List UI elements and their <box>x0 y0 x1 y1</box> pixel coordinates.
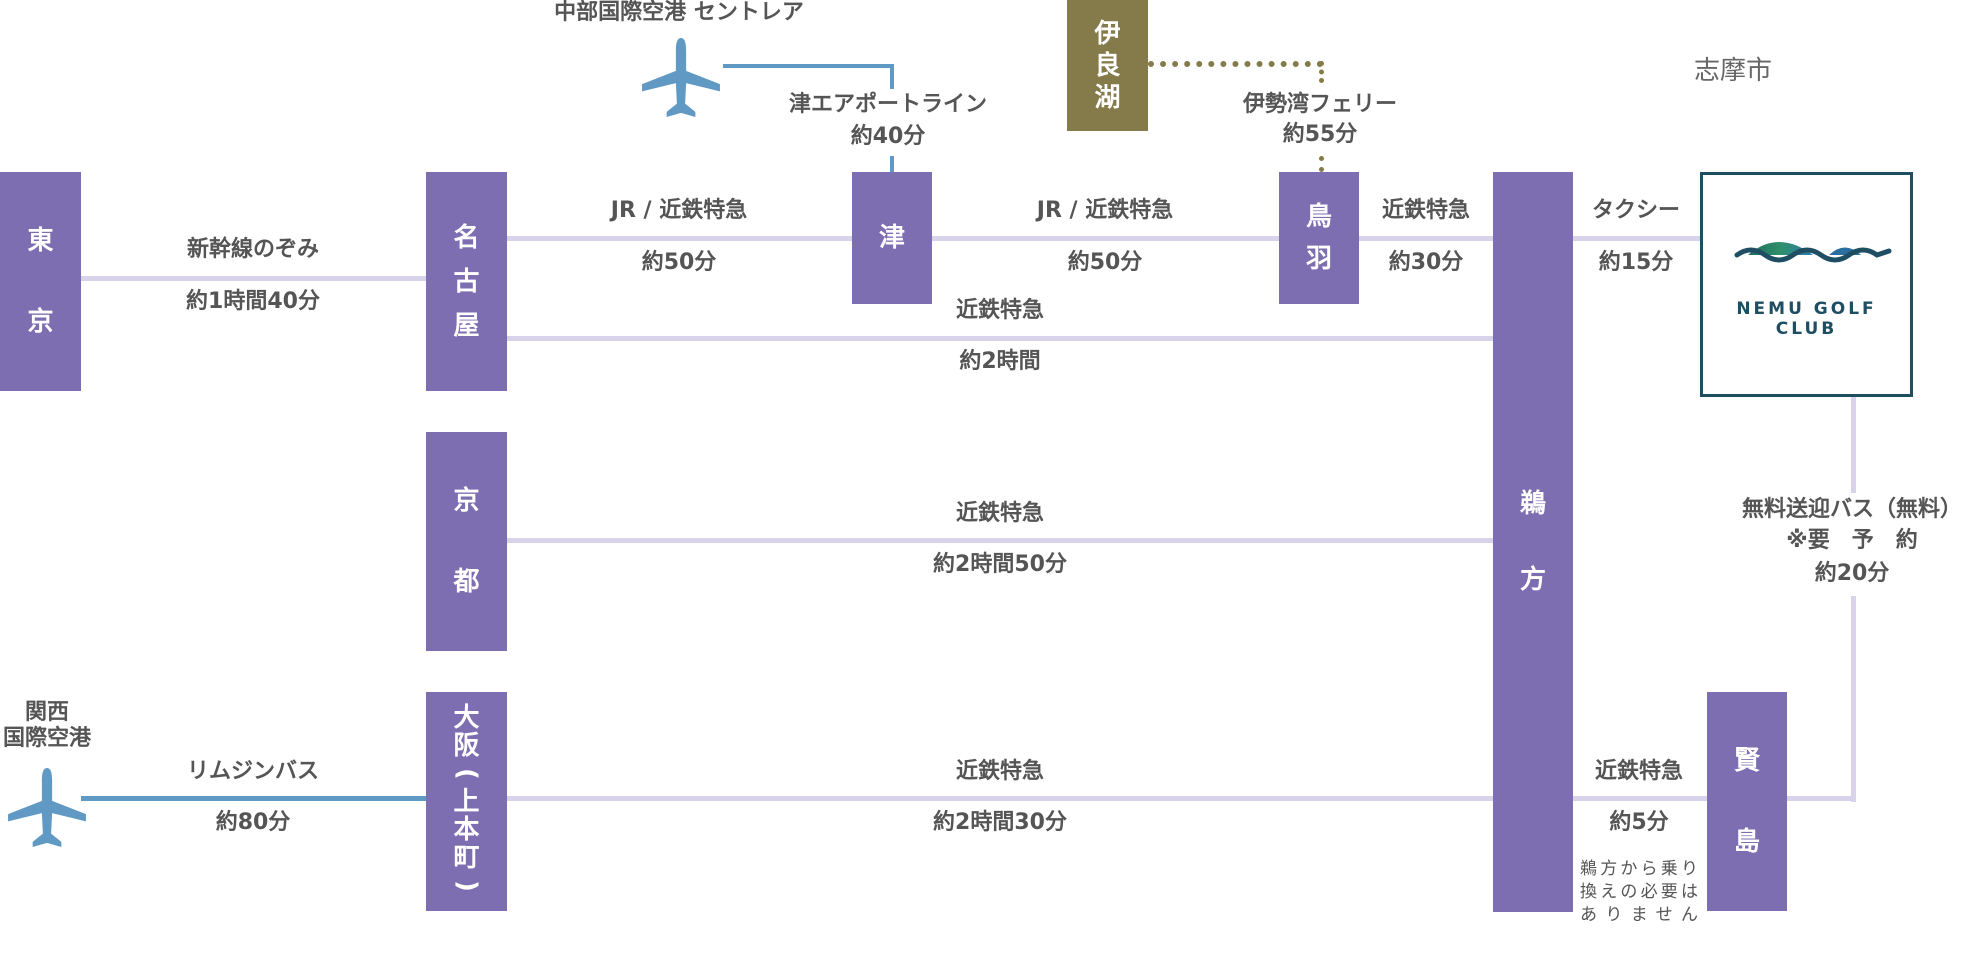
station-char: 京 <box>27 307 54 338</box>
route-time: 約80分 <box>215 810 291 835</box>
route-name: 近鉄特急 <box>1594 759 1684 784</box>
route-time: 約40分 <box>850 124 926 149</box>
route-time: 約2時間 <box>959 349 1041 374</box>
station-char: ( <box>451 767 482 780</box>
city-label: 志摩市 <box>1694 56 1773 86</box>
line-toba-ugata <box>1359 236 1493 241</box>
line-nagoya-tsu <box>507 236 852 241</box>
line-shuttle-join <box>1787 796 1856 801</box>
station-ugata[interactable]: 鵜 方 <box>1493 172 1573 912</box>
station-osaka-uehommachi[interactable]: 大 阪 ( 上 本 町 ) <box>426 692 507 911</box>
station-char: 賢 <box>1733 745 1760 776</box>
ferry-line-vertical-bottom <box>1319 156 1324 172</box>
line-ugata-golf <box>1573 236 1703 241</box>
ferry-line-vertical-top <box>1319 61 1324 83</box>
line-airport-vertical <box>890 64 894 89</box>
station-char: 上 <box>453 786 480 817</box>
golf-club-logo[interactable]: NEMU GOLF CLUB <box>1700 172 1913 397</box>
station-char: 本 <box>453 814 480 845</box>
station-char: 伊 <box>1094 18 1121 49</box>
airport-centrair-label: 中部国際空港 セントレア <box>554 0 804 25</box>
route-name: 近鉄特急 <box>955 298 1045 323</box>
station-char: 京 <box>453 485 480 516</box>
airplane-icon <box>8 768 86 847</box>
line-kyoto-ugata <box>507 538 1493 543</box>
station-char: 島 <box>1733 827 1760 858</box>
route-time: 約1時間40分 <box>186 289 320 314</box>
line-shuttle-top <box>1851 393 1856 493</box>
station-char: 東 <box>27 225 54 256</box>
station-char: 羽 <box>1305 244 1332 274</box>
route-name: 近鉄特急 <box>1381 198 1471 223</box>
station-char: 津 <box>878 223 905 253</box>
route-time: 約50分 <box>641 250 717 275</box>
line-kansai-osaka <box>81 796 426 801</box>
station-kyoto[interactable]: 京 都 <box>426 432 507 651</box>
station-char: 古 <box>453 266 480 297</box>
station-tokyo[interactable]: 東 京 <box>0 172 81 391</box>
route-name: 伊勢湾フェリー <box>1242 92 1398 117</box>
line-tokyo-nagoya <box>81 276 426 281</box>
route-name: 津エアポートライン <box>788 92 988 117</box>
station-char: 良 <box>1094 50 1121 81</box>
route-time: 約30分 <box>1388 250 1464 275</box>
shuttle-note: ※要 予 約 <box>1786 528 1918 553</box>
station-nagoya[interactable]: 名 古 屋 <box>426 172 507 391</box>
station-char: 都 <box>453 567 480 598</box>
route-time: 約50分 <box>1067 250 1143 275</box>
route-name: JR / 近鉄特急 <box>610 198 748 223</box>
line-airport-horizontal <box>723 64 894 68</box>
route-time: 約55分 <box>1282 122 1358 147</box>
logo-text: NEMU GOLF CLUB <box>1736 299 1877 339</box>
airport-kansai-label: 関西 国際空港 <box>2 700 92 752</box>
transfer-note: 鵜方から乗り換えの必要はありません <box>1580 859 1698 925</box>
line-ugata-kashikojima <box>1573 796 1707 801</box>
line-nagoya-ugata <box>507 336 1493 341</box>
shuttle-name: 無料送迎バス（無料） <box>1741 497 1963 522</box>
route-name: JR / 近鉄特急 <box>1036 198 1174 223</box>
route-name: 近鉄特急 <box>955 759 1045 784</box>
route-name: リムジンバス <box>186 759 320 784</box>
route-name: タクシー <box>1591 198 1681 223</box>
line-airport-tsu-stub <box>890 156 894 172</box>
logo-mark-icon <box>1734 242 1892 263</box>
station-char: 湖 <box>1094 82 1121 113</box>
station-char: 方 <box>1519 565 1546 595</box>
station-tsu[interactable]: 津 <box>852 172 932 304</box>
shuttle-time: 約20分 <box>1814 561 1890 586</box>
station-char: 屋 <box>453 310 480 341</box>
route-name: 近鉄特急 <box>955 501 1045 526</box>
station-irako[interactable]: 伊 良 湖 <box>1067 0 1148 131</box>
line-tsu-toba <box>932 236 1279 241</box>
station-kashikojima[interactable]: 賢 島 <box>1707 692 1787 911</box>
airplane-icon <box>642 38 720 117</box>
route-time: 約5分 <box>1609 810 1669 835</box>
station-char: 阪 <box>453 730 480 761</box>
ferry-line-horizontal <box>1148 61 1323 67</box>
station-char: 鳥 <box>1305 202 1332 232</box>
route-time: 約2時間50分 <box>933 552 1067 577</box>
route-name: 新幹線のぞみ <box>186 237 320 262</box>
line-osaka-ugata <box>507 796 1493 801</box>
station-char: ) <box>451 879 482 892</box>
route-time: 約15分 <box>1598 250 1674 275</box>
station-char: 名 <box>453 222 480 253</box>
station-char: 鵜 <box>1519 489 1546 519</box>
station-char: 大 <box>453 702 480 733</box>
route-time: 約2時間30分 <box>933 810 1067 835</box>
line-shuttle-bottom <box>1851 596 1856 802</box>
station-toba[interactable]: 鳥 羽 <box>1279 172 1359 304</box>
station-char: 町 <box>453 842 480 873</box>
